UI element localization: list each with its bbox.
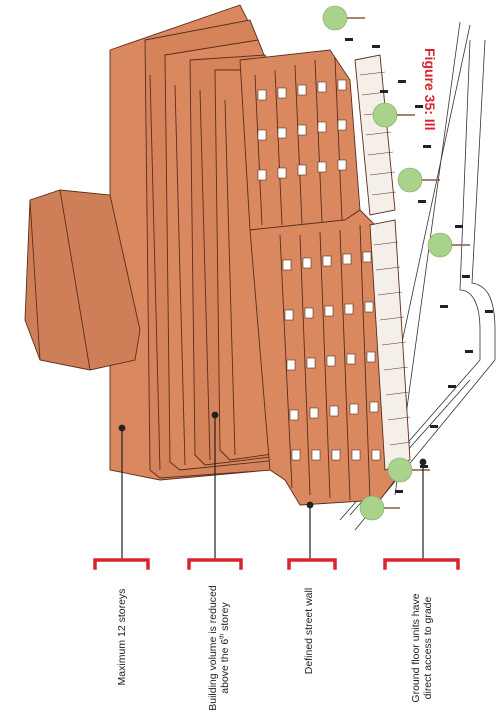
callout-groundfloor-line1: Ground floor units have [410, 588, 422, 708]
callout-label-groundfloor: Ground floor units have direct access to… [410, 588, 436, 708]
building-mass [25, 5, 410, 505]
figure-caption: Figure 35: Ill [420, 48, 438, 144]
bracket-groundfloor [385, 560, 458, 568]
tree-icon [323, 6, 365, 30]
callout-volume-line1: Building volume is reduced [207, 583, 219, 713]
callout-brackets [95, 560, 458, 568]
bracket-volume [189, 560, 241, 568]
callout-volume-line2: above the 6th storey [219, 583, 231, 713]
tree-icon [428, 233, 470, 257]
bracket-storeys [95, 560, 148, 568]
callout-label-storeys: Maximum 12 storeys [116, 582, 130, 692]
tree-icon [398, 168, 440, 192]
callout-label-volume: Building volume is reduced above the 6th… [207, 583, 233, 713]
callout-groundfloor-line2: direct access to grade [422, 588, 434, 708]
bracket-streetwall [289, 560, 335, 568]
callout-label-streetwall: Defined street wall [303, 581, 317, 681]
tree-icon [360, 496, 400, 520]
tree-icon [373, 103, 415, 127]
